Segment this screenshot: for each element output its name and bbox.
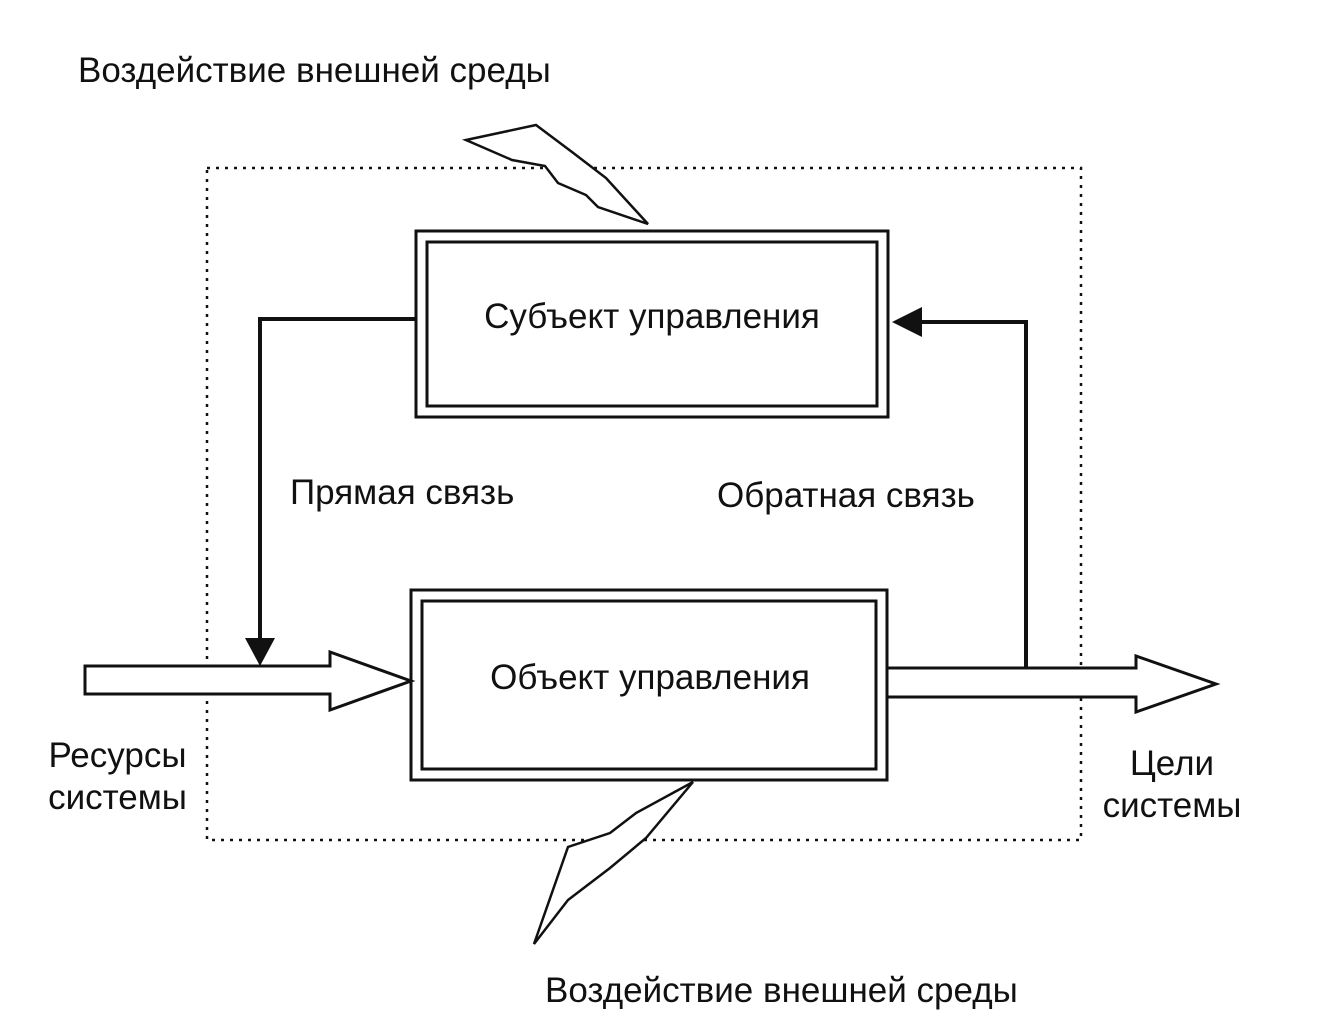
environment-impact-top-label: Воздействие внешней среды: [78, 51, 551, 90]
object-box-label: Объект управления: [490, 658, 810, 697]
resources-input-label-line1: Ресурсы: [48, 736, 187, 775]
feedback-link-connector: [892, 307, 1028, 668]
environment-impact-bottom-bolt: [532, 780, 694, 945]
goals-output-arrow: [885, 653, 1221, 715]
resources-input-label: Ресурсы системы: [40, 735, 195, 819]
subject-box: [414, 229, 890, 419]
goals-output-label-line2: системы: [1102, 786, 1242, 825]
resources-input-label-line2: системы: [48, 778, 187, 817]
direct-link-connector: [245, 317, 416, 666]
object-box: [409, 588, 889, 782]
environment-impact-bottom-label: Воздействие внешней среды: [545, 971, 1018, 1010]
resources-input-arrow: [83, 649, 416, 713]
goals-output-label-line1: Цели: [1129, 744, 1215, 783]
goals-output-label: Цели системы: [1092, 743, 1252, 827]
feedback-link-arrowhead: [892, 307, 922, 337]
direct-link-label: Прямая связь: [290, 473, 515, 512]
environment-impact-top-bolt: [461, 123, 649, 226]
direct-link-arrowhead: [245, 638, 275, 666]
subject-box-label: Субъект управления: [484, 297, 820, 336]
feedback-link-label: Обратная связь: [717, 476, 975, 515]
